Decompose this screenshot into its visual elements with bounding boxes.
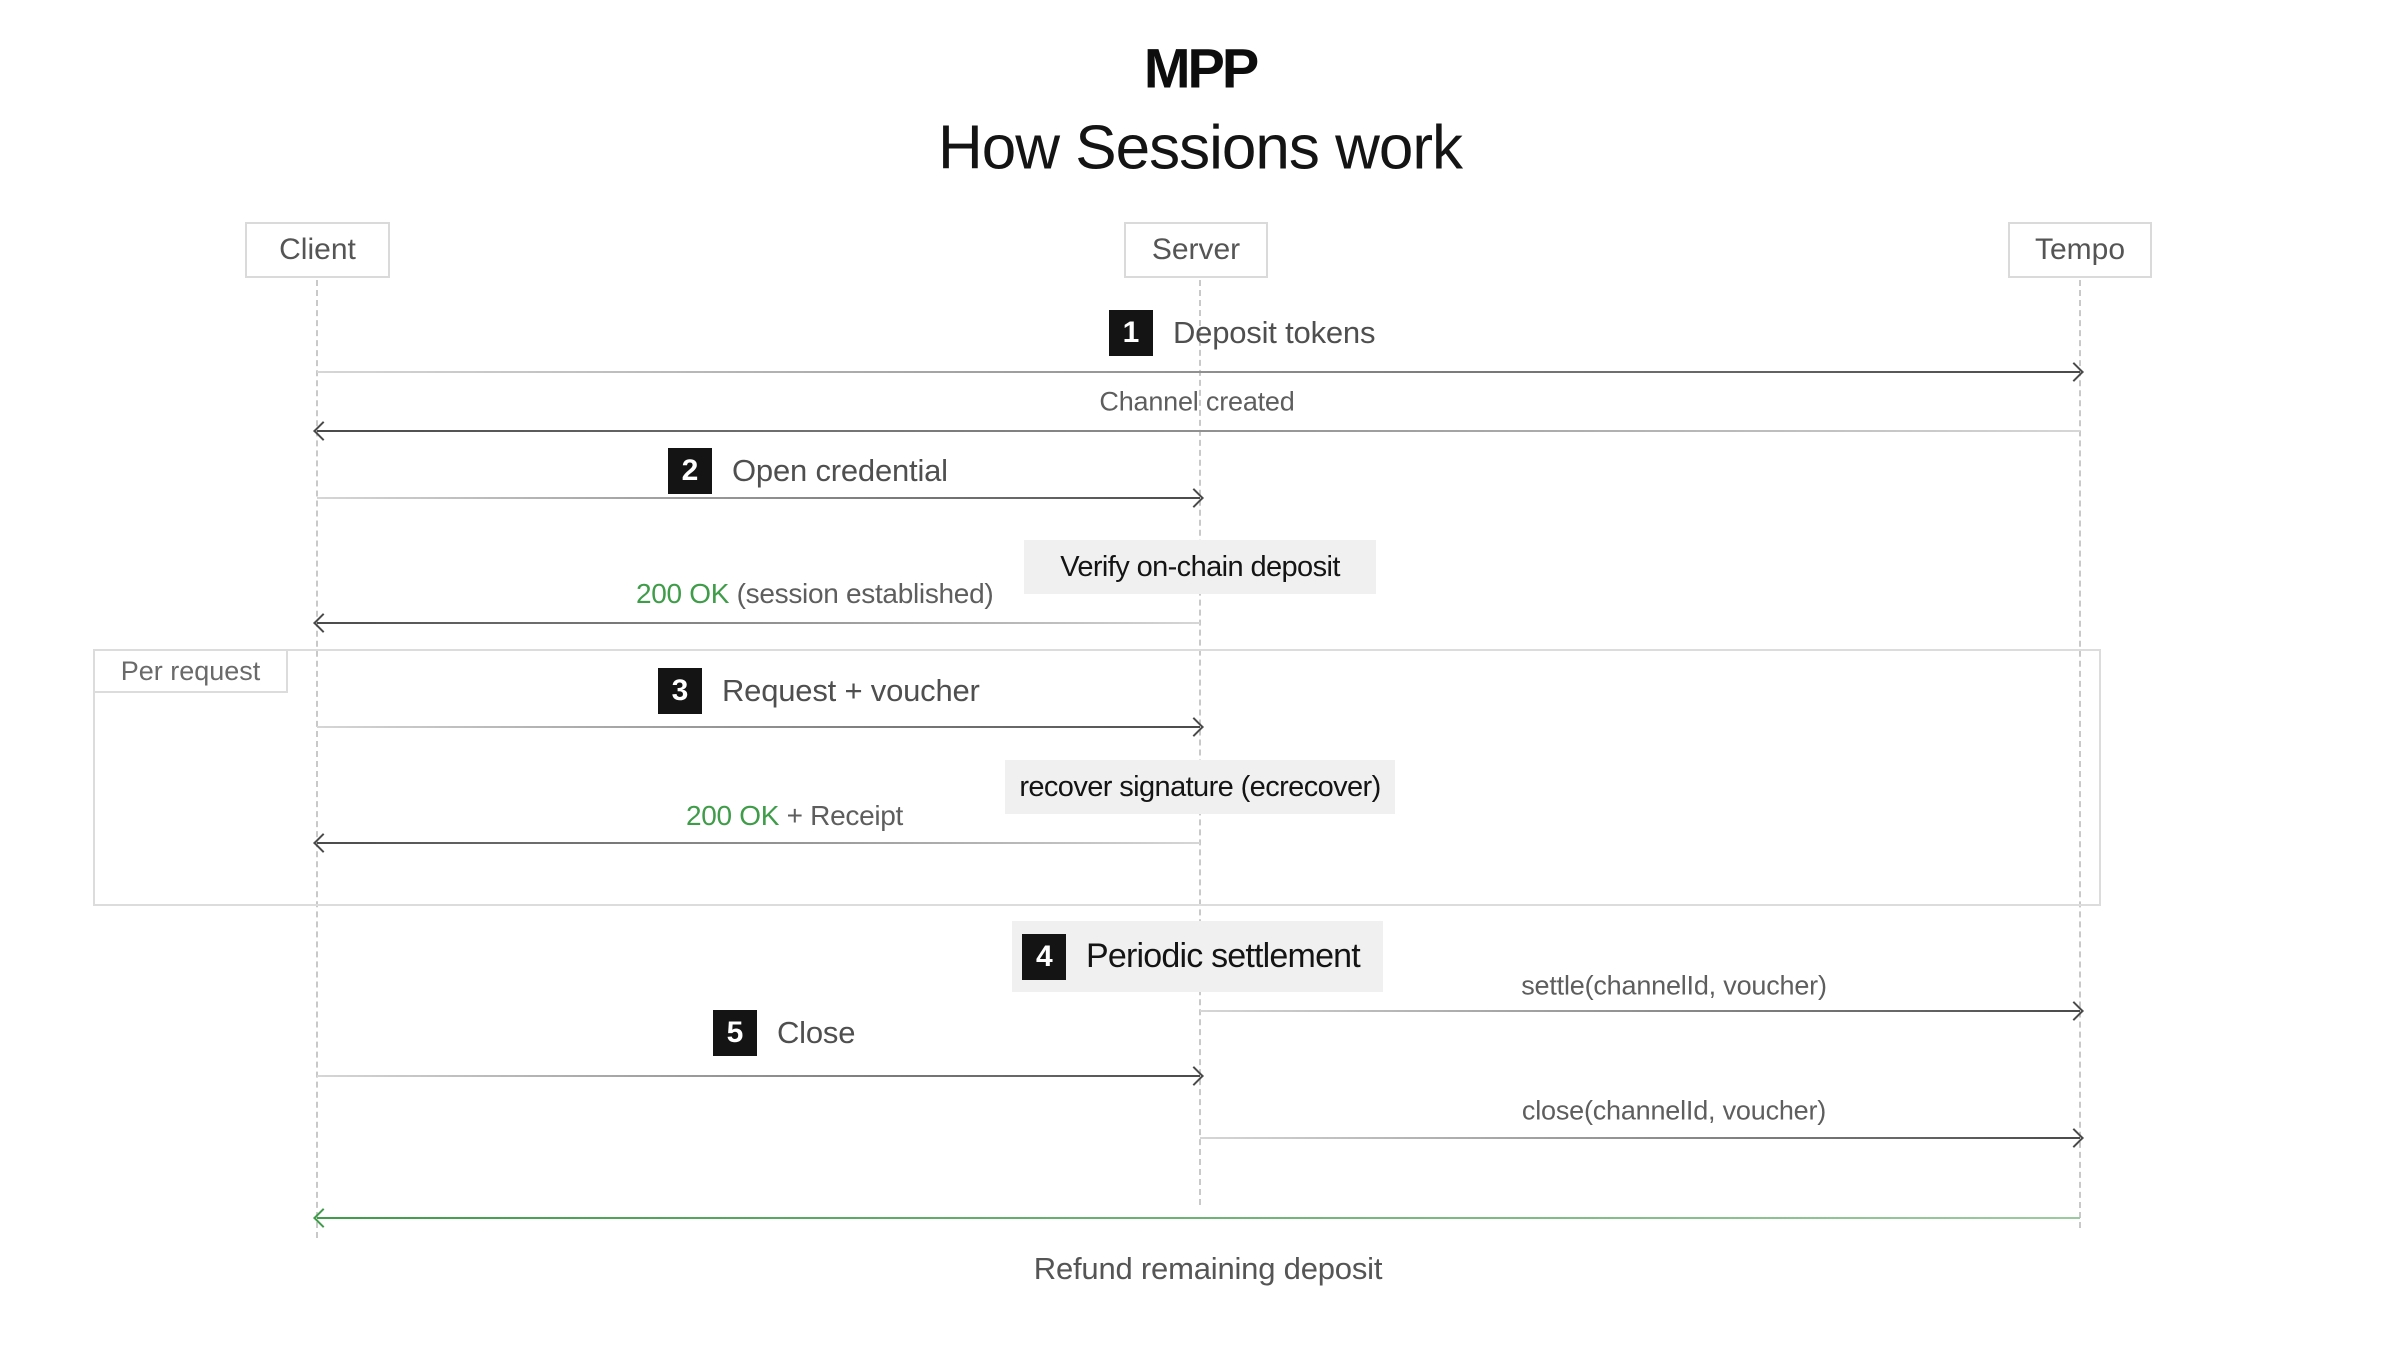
step-1-deposit-tokens: 1 Deposit tokens — [1109, 310, 1375, 356]
step-4-badge: 4 — [1022, 933, 1066, 980]
msg-settle-call: settle(channelId, voucher) — [1521, 970, 1827, 1001]
msg-200-ok-receipt-detail: + Receipt — [786, 800, 904, 831]
step-1-badge: 1 — [1109, 310, 1153, 356]
step-5-badge: 5 — [713, 1010, 757, 1056]
arrow-close-server-to-tempo — [1200, 1137, 2080, 1139]
arrow-open-credential-client-to-server — [317, 497, 1200, 499]
actor-server: Server — [1124, 222, 1268, 278]
lifeline-tempo — [2079, 280, 2081, 1228]
msg-200-ok-session: 200 OK (session established) — [636, 578, 994, 610]
step-3-badge: 3 — [658, 668, 702, 714]
per-request-label: Per request — [93, 649, 288, 693]
arrow-receipt-server-to-client — [317, 842, 1200, 844]
step-3-request-voucher: 3 Request + voucher — [658, 668, 980, 714]
arrow-refund-tempo-to-client — [317, 1217, 2080, 1219]
proc-verify-deposit: Verify on-chain deposit — [1024, 540, 1376, 594]
proc-recover-signature: recover signature (ecrecover) — [1005, 760, 1395, 814]
msg-200-ok-session-status: 200 OK — [636, 578, 730, 609]
actor-tempo: Tempo — [2008, 222, 2152, 278]
lifeline-server — [1199, 280, 1201, 1205]
step-5-label: Close — [777, 1015, 856, 1050]
msg-200-ok-receipt-status: 200 OK — [686, 800, 780, 831]
msg-refund: Refund remaining deposit — [1033, 1251, 1383, 1286]
arrow-request-client-to-server — [317, 726, 1200, 728]
arrow-200-ok-server-to-client — [317, 622, 1200, 624]
step-1-label: Deposit tokens — [1173, 315, 1376, 350]
msg-channel-created: Channel created — [1099, 386, 1295, 417]
actor-client: Client — [245, 222, 390, 278]
arrow-channel-created-tempo-to-client — [317, 430, 2080, 432]
per-request-group-frame: Per request — [93, 649, 2101, 906]
step-2-badge: 2 — [668, 448, 712, 494]
arrow-deposit-client-to-tempo — [317, 371, 2080, 373]
step-3-label: Request + voucher — [722, 673, 980, 708]
msg-200-ok-session-detail: (session established) — [736, 578, 994, 609]
step-2-open-credential: 2 Open credential — [668, 448, 948, 494]
arrow-settle-server-to-tempo — [1200, 1010, 2080, 1012]
lifeline-client — [316, 280, 318, 1238]
msg-close-call: close(channelId, voucher) — [1521, 1095, 1827, 1126]
step-4-periodic-settlement: 4 Periodic settlement — [1012, 921, 1383, 992]
page-title: How Sessions work — [938, 113, 1463, 183]
step-4-label: Periodic settlement — [1086, 937, 1361, 975]
mpp-logo: MPP — [1143, 36, 1259, 100]
step-2-label: Open credential — [732, 453, 948, 488]
step-5-close: 5 Close — [713, 1010, 855, 1056]
msg-200-ok-receipt: 200 OK + Receipt — [686, 800, 903, 832]
arrow-close-client-to-server — [317, 1075, 1200, 1077]
